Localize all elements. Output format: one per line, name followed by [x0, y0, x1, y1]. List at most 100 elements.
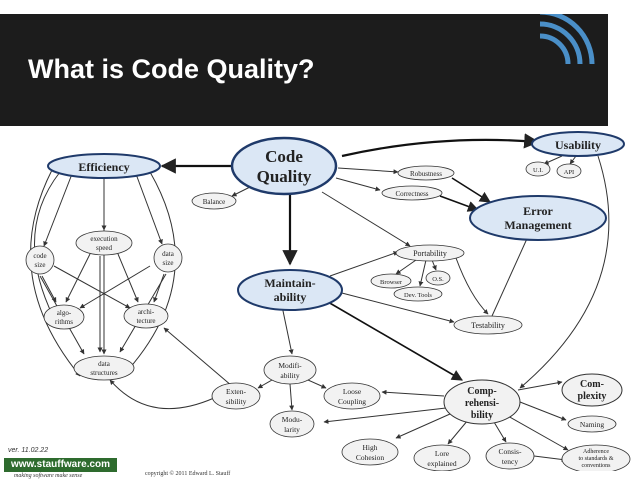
node-extensibility: Exten- sibility: [211, 382, 261, 410]
node-data-structures: data structures: [73, 355, 135, 381]
modifiability-line1: Modifi-: [278, 361, 302, 370]
edge-testability-error: [491, 231, 531, 317]
code-size-line1: code: [33, 252, 46, 260]
edge-maintainability-modifiability: [281, 305, 294, 355]
edge-comp-lore: [447, 419, 469, 445]
node-maintainability: Maintain- ability: [237, 269, 343, 311]
node-ui: U.I.: [525, 161, 551, 177]
balance-label: Balance: [203, 198, 226, 206]
code-quality-line2: Quality: [257, 167, 312, 186]
node-testability: Testability: [453, 315, 523, 335]
data-structures-line2: structures: [90, 369, 117, 377]
architecture-line2: tecture: [136, 317, 155, 325]
lore-explained-line2: explained: [427, 459, 456, 468]
version-label: ver. 11.02.22: [8, 447, 49, 454]
browser-label: Browser: [380, 279, 403, 286]
node-loose-coupling: Loose Coupling: [323, 382, 381, 410]
copyright: copyright © 2011 Edward L. Stauff: [145, 471, 231, 477]
complexity-line2: plexity: [578, 391, 607, 402]
edge-comp-loosecoupling: [381, 389, 445, 397]
edge-efficiency-algorithms: [34, 171, 61, 327]
adherence-line2: to standards &: [579, 456, 614, 462]
edge-datasize-architecture: [153, 273, 165, 303]
usability-label: Usability: [555, 138, 601, 152]
node-algorithms: algo- rithms: [43, 304, 85, 330]
edge-execspeed-architecture: [117, 253, 139, 303]
code-quality-diagram: Code Quality Efficiency Usability Error …: [25, 131, 631, 471]
node-adherence: Adherence to standards & conventions: [561, 444, 631, 471]
comprehensibility-line2: rehensi-: [465, 398, 499, 409]
edge-modifiability-loosecoupling: [307, 379, 327, 389]
title-bar: [0, 14, 608, 126]
edge-correctness-error: [439, 195, 480, 212]
node-lore-explained: Lore explained: [413, 444, 471, 471]
adherence-line1: Adherence: [583, 449, 609, 455]
execution-speed-line2: speed: [96, 244, 112, 252]
modularity-line2: larity: [284, 425, 300, 434]
comprehensibility-line3: bility: [471, 410, 493, 421]
code-size-line2: size: [35, 261, 46, 269]
testability-label: Testability: [471, 321, 505, 330]
portability-label: Portability: [413, 249, 447, 258]
edge-codesize-architecture: [53, 265, 131, 309]
node-modifiability: Modifi- ability: [263, 355, 317, 385]
loose-coupling-line1: Loose: [343, 387, 362, 396]
maintainability-line2: ability: [274, 290, 307, 304]
node-architecture: archi- tecture: [123, 303, 169, 329]
consistency-line1: Consis-: [499, 447, 522, 456]
node-complexity: Com- plexity: [561, 373, 623, 407]
extensibility-line1: Exten-: [226, 387, 246, 396]
error-management-line2: Management: [504, 218, 571, 232]
data-structures-line1: data: [98, 360, 111, 368]
efficiency-label: Efficiency: [78, 160, 129, 174]
edge-efficiency-outer-left: [30, 169, 81, 377]
edge-efficiency-codesize: [43, 173, 73, 247]
node-naming: Naming: [567, 415, 617, 433]
modularity-line1: Modu-: [282, 415, 303, 424]
edge-comp-cohesion: [395, 413, 451, 439]
comprehensibility-line1: Comp-: [467, 386, 496, 397]
node-efficiency: Efficiency: [47, 153, 161, 179]
edge-portability-devtools: [418, 259, 427, 287]
node-code-size: code size: [25, 245, 55, 275]
edge-extensibility-architecture: [163, 327, 233, 387]
error-management-line1: Error: [523, 204, 553, 218]
edge-codesize-algorithms: [41, 275, 57, 303]
data-size-line2: size: [163, 259, 174, 267]
edge-portability-testability: [455, 257, 489, 315]
edge-maintainability-portability: [329, 251, 399, 277]
edge-portability-os: [431, 259, 437, 271]
site-badge: www.stauffware.com: [4, 458, 117, 472]
edge-comp-consistency: [493, 421, 507, 443]
edge-consistency-adherence: [533, 455, 567, 462]
execution-speed-line1: execution: [90, 235, 118, 243]
edge-comp-naming: [519, 401, 567, 421]
node-browser: Browser: [370, 273, 412, 289]
correctness-label: Correctness: [395, 190, 428, 198]
algorithms-line1: algo-: [57, 309, 72, 317]
edge-maintainability-testability: [337, 291, 455, 324]
api-label: API: [564, 169, 574, 176]
edge-quality-robustness: [337, 167, 399, 175]
node-correctness: Correctness: [381, 185, 443, 201]
lore-explained-line1: Lore: [435, 449, 450, 458]
edge-execspeed-algorithms: [65, 253, 91, 303]
node-comprehensibility: Comp- rehensi- bility: [443, 379, 521, 425]
os-label: O.S.: [432, 276, 444, 283]
node-code-quality: Code Quality: [230, 136, 338, 196]
node-high-cohesion: High Cohesion: [341, 438, 399, 466]
edge-robustness-error: [451, 177, 491, 203]
high-cohesion-line2: Cohesion: [356, 453, 385, 462]
node-api: API: [556, 163, 582, 179]
edge-quality-portability: [321, 191, 411, 247]
devtools-label: Dev. Tools: [404, 292, 432, 299]
node-modularity: Modu- larity: [269, 410, 315, 438]
node-devtools: Dev. Tools: [393, 286, 443, 302]
edge-maintainability-comprehensibility: [327, 301, 463, 381]
node-consistency: Consis- tency: [485, 442, 535, 470]
robustness-label: Robustness: [410, 170, 442, 178]
data-size-line1: data: [162, 250, 175, 258]
edge-efficiency-outer-right: [127, 171, 176, 371]
edge-datasize-algorithms: [79, 265, 151, 309]
node-data-size: data size: [153, 243, 183, 273]
